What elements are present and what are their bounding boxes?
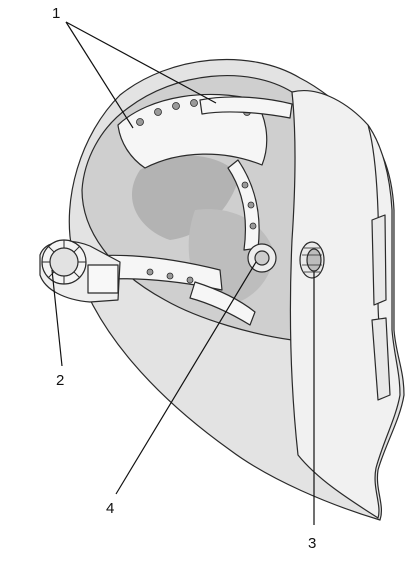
callout-4: 4 [106,500,114,517]
callout-3: 3 [308,535,316,552]
ratchet-knob [42,240,86,284]
leader-1a [66,22,133,128]
callout-1: 1 [52,5,60,22]
callout-2: 2 [56,372,64,389]
side-knob [300,242,324,278]
